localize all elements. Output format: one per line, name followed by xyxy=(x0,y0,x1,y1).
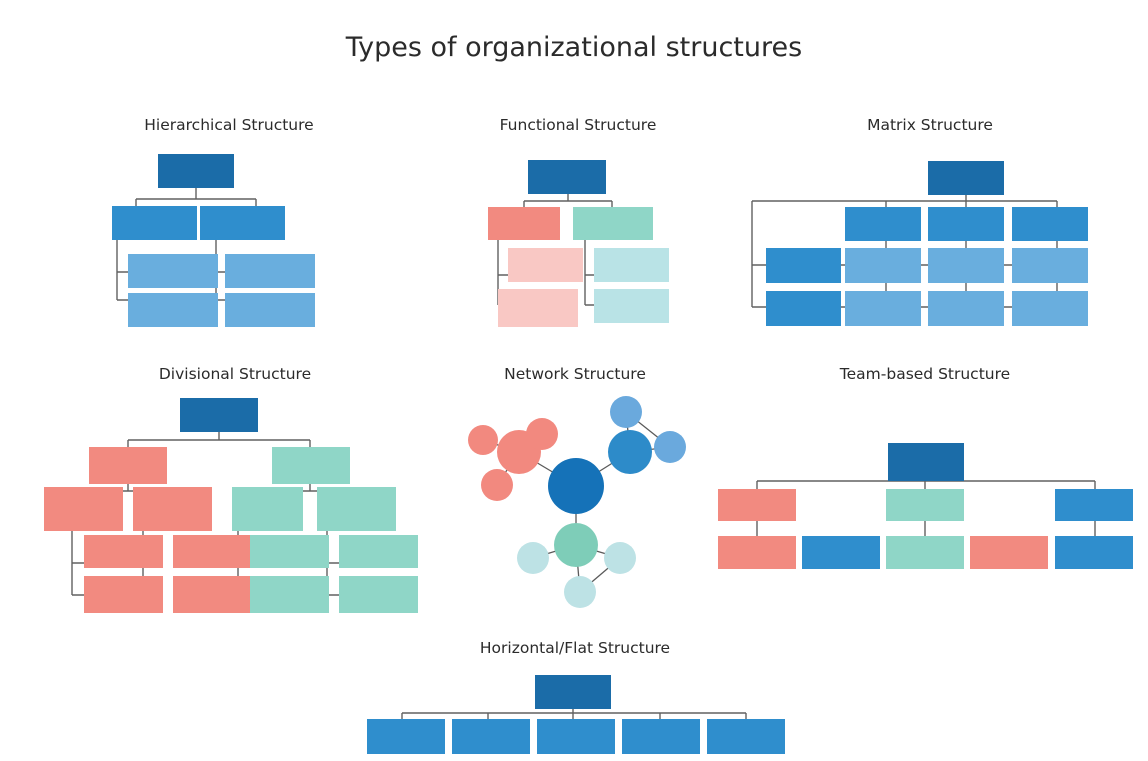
connector-divisional-l1 xyxy=(127,432,311,447)
node-matrix-cell-1-3[interactable] xyxy=(1012,248,1088,283)
panel-title-team-based: Team-based Structure xyxy=(839,365,1010,383)
node-divisional-leaf-1-3[interactable] xyxy=(84,576,163,613)
panel-title-divisional: Divisional Structure xyxy=(159,365,311,383)
node-functional-l3-2[interactable] xyxy=(594,248,669,282)
connector-team-bus xyxy=(756,480,1096,489)
connector-flat-bus xyxy=(401,709,747,719)
node-functional-l2-2[interactable] xyxy=(573,207,653,240)
panel-title-hierarchical: Hierarchical Structure xyxy=(144,116,313,134)
node-hierarchical-l3-1[interactable] xyxy=(128,254,218,288)
network-node-teal-hub[interactable] xyxy=(554,523,598,567)
connector-divisional-left-l2 xyxy=(86,484,173,497)
node-team-root[interactable] xyxy=(888,443,964,481)
node-matrix-rowhead-2[interactable] xyxy=(766,291,841,326)
connector-matrix-drops-a xyxy=(885,240,1058,248)
network-node-center-hub[interactable] xyxy=(548,458,604,514)
panel-horizontal-flat: Horizontal/Flat Structure xyxy=(367,639,785,754)
node-team-l2-2[interactable] xyxy=(886,489,964,521)
panel-divisional: Divisional Structure xyxy=(44,365,418,613)
connector-matrix-drops-b xyxy=(885,283,1058,291)
node-flat-child-1[interactable] xyxy=(367,719,445,754)
node-divisional-sub-2-2[interactable] xyxy=(317,487,396,531)
panel-functional: Functional Structure xyxy=(488,116,669,327)
network-node-blue-1[interactable] xyxy=(610,396,642,428)
node-team-l3-4[interactable] xyxy=(970,536,1048,569)
network-node-blue-2[interactable] xyxy=(654,431,686,463)
network-node-red-3[interactable] xyxy=(481,469,513,501)
node-divisional-leaf-2-2[interactable] xyxy=(339,535,418,568)
connector-functional-l1 xyxy=(523,194,613,207)
node-flat-child-4[interactable] xyxy=(622,719,700,754)
node-hierarchical-root[interactable] xyxy=(158,154,234,188)
node-divisional-sub-1-2[interactable] xyxy=(133,487,212,531)
panel-hierarchical: Hierarchical Structure xyxy=(112,116,315,327)
node-functional-l2-1[interactable] xyxy=(488,207,560,240)
node-matrix-cell-2-3[interactable] xyxy=(1012,291,1088,326)
panel-matrix: Matrix Structure xyxy=(751,116,1088,326)
panel-team-based: Team-based Structure xyxy=(718,365,1133,569)
node-matrix-cell-2-2[interactable] xyxy=(928,291,1004,326)
node-flat-child-2[interactable] xyxy=(452,719,530,754)
node-team-l3-5[interactable] xyxy=(1055,536,1133,569)
node-matrix-cell-2-1[interactable] xyxy=(845,291,921,326)
node-functional-l3-1[interactable] xyxy=(508,248,583,282)
network-node-teal-2[interactable] xyxy=(604,542,636,574)
node-divisional-div-1[interactable] xyxy=(89,447,167,484)
node-team-l3-3[interactable] xyxy=(886,536,964,569)
connector-team-drops xyxy=(756,521,1096,536)
panel-title-functional: Functional Structure xyxy=(500,116,657,134)
panel-title-matrix: Matrix Structure xyxy=(867,116,993,134)
connector-matrix-bus xyxy=(752,195,1058,207)
node-functional-l3-4[interactable] xyxy=(594,289,669,323)
connector-divisional-leaf-a xyxy=(71,531,84,596)
node-matrix-l2-1[interactable] xyxy=(845,207,921,241)
node-divisional-leaf-2-1[interactable] xyxy=(250,535,329,568)
node-matrix-rowhead-1[interactable] xyxy=(766,248,841,283)
panel-title-horizontal-flat: Horizontal/Flat Structure xyxy=(480,639,670,657)
node-team-l3-2[interactable] xyxy=(802,536,880,569)
node-divisional-leaf-1-2[interactable] xyxy=(173,535,252,568)
node-divisional-div-2[interactable] xyxy=(272,447,350,484)
network-node-teal-1[interactable] xyxy=(517,542,549,574)
connector-matrix-left-rail xyxy=(751,201,766,308)
node-functional-root[interactable] xyxy=(528,160,606,194)
node-divisional-root[interactable] xyxy=(180,398,258,432)
network-node-red-2[interactable] xyxy=(526,418,558,450)
connector-hierarchical-l1 xyxy=(135,188,257,206)
network-node-teal-3[interactable] xyxy=(564,576,596,608)
node-matrix-cell-1-2[interactable] xyxy=(928,248,1004,283)
node-team-l2-1[interactable] xyxy=(718,489,796,521)
node-divisional-leaf-2-3[interactable] xyxy=(250,576,329,613)
node-flat-root[interactable] xyxy=(535,675,611,709)
node-flat-child-5[interactable] xyxy=(707,719,785,754)
network-node-red-1[interactable] xyxy=(468,425,498,455)
connector-divisional-right-l2 xyxy=(269,484,353,497)
node-matrix-l2-3[interactable] xyxy=(1012,207,1088,241)
node-matrix-l2-2[interactable] xyxy=(928,207,1004,241)
node-hierarchical-l3-3[interactable] xyxy=(128,293,218,327)
node-divisional-sub-2-1[interactable] xyxy=(232,487,303,531)
panel-title-network: Network Structure xyxy=(504,365,646,383)
node-team-l2-3[interactable] xyxy=(1055,489,1133,521)
node-divisional-sub-1-1[interactable] xyxy=(44,487,123,531)
page-title: Types of organizational structures xyxy=(345,32,802,63)
node-matrix-cell-1-1[interactable] xyxy=(845,248,921,283)
node-hierarchical-l2-1[interactable] xyxy=(112,206,197,240)
node-functional-l3-3[interactable] xyxy=(498,289,578,327)
node-matrix-root[interactable] xyxy=(928,161,1004,195)
node-divisional-leaf-1-1[interactable] xyxy=(84,535,163,568)
node-divisional-leaf-1-4[interactable] xyxy=(173,576,252,613)
connector-hierarchical-left xyxy=(116,240,128,301)
node-hierarchical-l2-2[interactable] xyxy=(200,206,285,240)
network-node-blue-hub[interactable] xyxy=(608,430,652,474)
panel-network: Network Structure xyxy=(468,365,686,608)
node-hierarchical-l3-2[interactable] xyxy=(225,254,315,288)
node-flat-child-3[interactable] xyxy=(537,719,615,754)
node-team-l3-1[interactable] xyxy=(718,536,796,569)
node-hierarchical-l3-4[interactable] xyxy=(225,293,315,327)
node-divisional-leaf-2-4[interactable] xyxy=(339,576,418,613)
